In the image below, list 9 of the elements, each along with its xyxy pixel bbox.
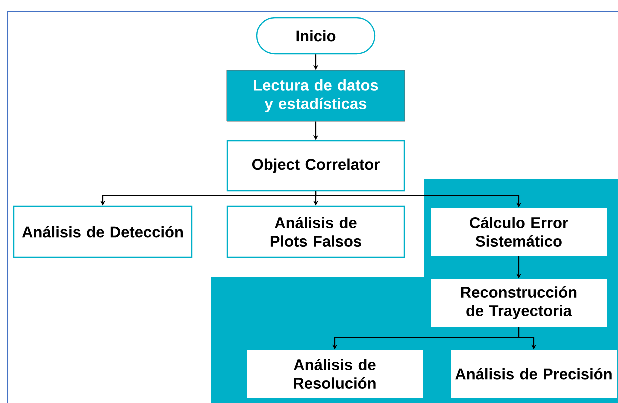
process-box: Cálculo Error Sistemático	[431, 208, 607, 256]
process-box: Lectura de datos y estadísticas	[226, 70, 406, 122]
process-box: Análisis de Plots Falsos	[226, 206, 406, 258]
process-box: Análisis de Resolución	[247, 350, 423, 398]
process-box: Object Correlator	[226, 140, 406, 192]
process-box: Reconstrucción de Trayectoria	[431, 279, 607, 327]
process-box: Análisis de Precisión	[451, 350, 617, 398]
start-terminal: Inicio	[256, 17, 376, 55]
process-box: Análisis de Detección	[13, 206, 193, 258]
